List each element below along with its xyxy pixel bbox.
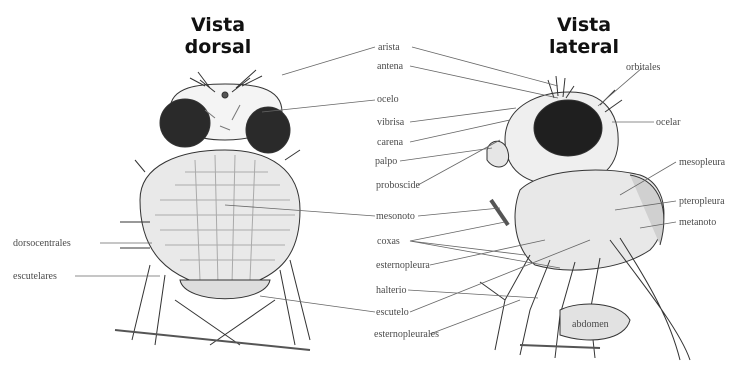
label-antena: antena [377,61,404,72]
label-halterio: halterio [376,285,407,296]
label-carena: carena [377,137,404,148]
leader-mesonoto-lateral [418,208,500,216]
leader-arista-lateral [412,47,558,86]
dorsal-right-eye [246,107,290,153]
label-arista: arista [378,42,400,53]
dorsal-left-eye [160,99,210,147]
leader-arista-dorsal [282,47,375,75]
label-ocelar: ocelar [656,117,681,128]
leader-esternopleurales [430,300,520,334]
leader-escutelo-lateral [410,240,590,312]
label-proboscide: proboscide [376,180,420,191]
label-pteropleura: pteropleura [679,196,725,207]
label-metanoto: metanoto [679,217,716,228]
label-ocelo: ocelo [377,94,399,105]
leader-palpo [400,148,492,161]
label-escutelares: escutelares [13,271,57,282]
label-dorsocentrales: dorsocentrales [13,238,71,249]
leader-vibrisa [410,108,516,122]
label-escutelo: escutelo [376,307,409,318]
dorsal-ocelli [222,92,228,98]
leader-proboscide [418,140,500,185]
label-esternopleura: esternopleura [376,260,430,271]
leader-coxas-1 [410,222,505,241]
dorsal-bottom-edge [115,330,310,350]
leader-antena [410,66,558,98]
lateral-wing [610,238,690,360]
leader-carena [410,120,510,142]
dorsal-fly-drawing [115,70,310,350]
label-orbitales: orbitales [626,62,661,73]
label-coxas: coxas [377,236,400,247]
lateral-coxa-stub [491,200,508,225]
leader-escutelo-dorsal [260,296,375,312]
leader-orbitales [598,68,642,106]
label-mesopleura: mesopleura [679,157,726,168]
lateral-compound-eye [534,100,602,156]
label-palpo: palpo [375,156,397,167]
lateral-bottom-edge [520,345,600,348]
label-mesonoto: mesonoto [376,211,415,222]
label-abdomen: abdomen [572,319,609,330]
label-esternopleurales: esternopleurales [374,329,439,340]
dorsal-escutelo [180,280,270,299]
label-vibrisa: vibrisa [377,117,405,128]
dorsal-mesonoto [140,150,300,290]
leader-halterio [408,290,538,298]
